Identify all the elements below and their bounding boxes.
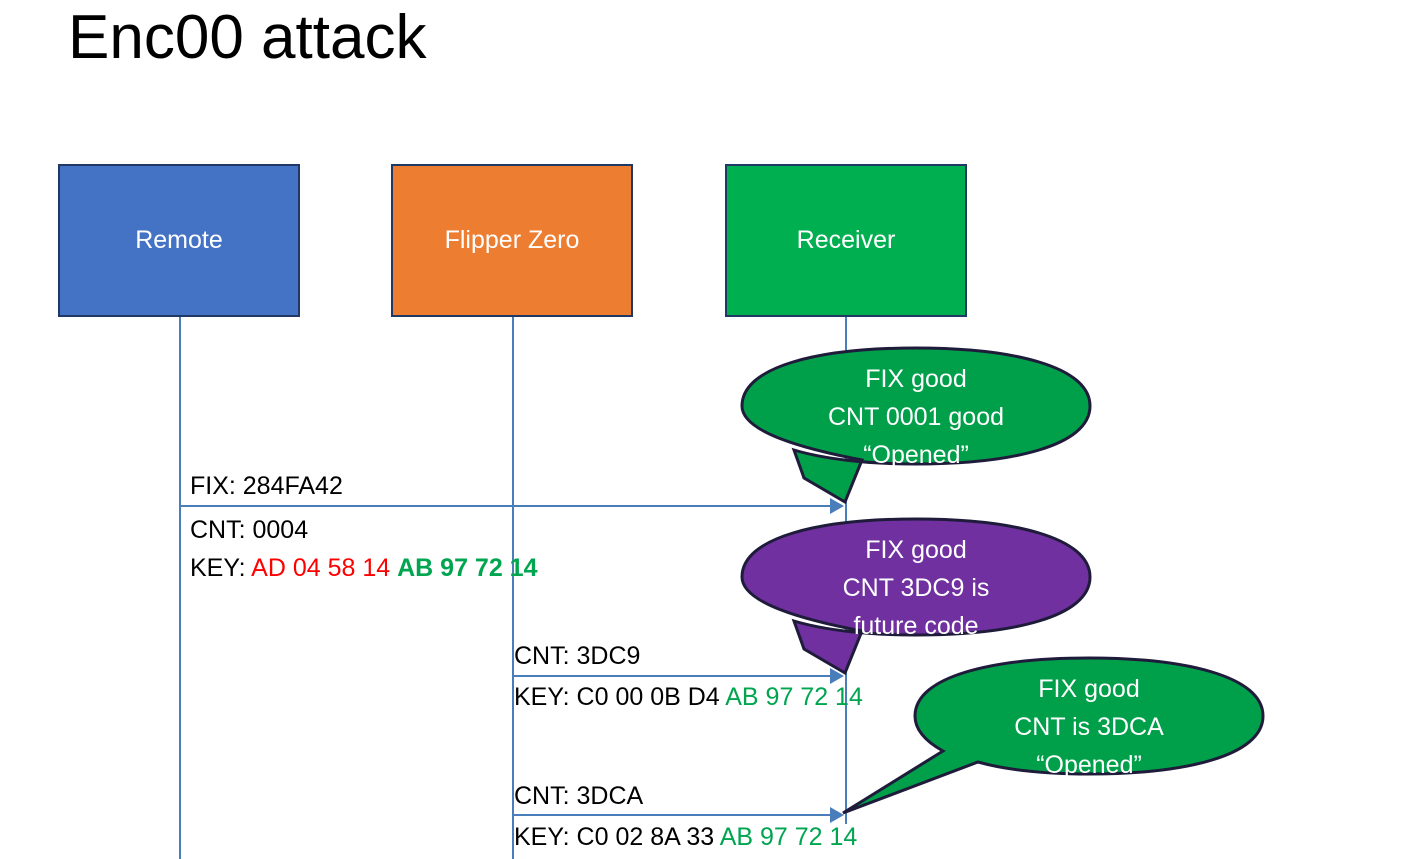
message-arrow-2-line [513,675,832,677]
actor-label-remote: Remote [135,226,223,254]
callout-3-shape [842,656,1265,815]
message-1-key-red: AD 04 58 14 [251,554,398,582]
callout-bubble-3[interactable]: FIX good CNT is 3DCA “Opened” [842,656,1265,818]
lifeline-flipper [512,317,514,859]
page-title: Enc00 attack [68,3,427,72]
message-2-key-label: KEY: C0 00 0B D4 AB 97 72 14 [514,678,863,716]
message-arrow-1-line [180,505,832,507]
message-1-key-label: KEY: AD 04 58 14 AB 97 72 14 [190,549,537,587]
message-arrow-3-head [830,807,844,823]
message-1-fix-label: FIX: 284FA42 [190,472,343,500]
actor-box-remote[interactable]: Remote [58,164,300,317]
message-1-key-green: AB 97 72 14 [397,554,538,582]
message-2-key-prefix: KEY: C0 00 0B D4 [514,683,726,711]
message-1-cnt-label: CNT: 0004 [190,516,309,544]
message-2-key-green: AB 97 72 14 [725,683,863,711]
message-3-key-prefix: KEY: C0 02 8A 33 [514,823,720,851]
actor-label-receiver: Receiver [796,226,896,254]
callout-bubble-2[interactable]: FIX good CNT 3DC9 is future code [740,517,1092,679]
callout-bubble-1[interactable]: FIX good CNT 0001 good “Opened” [740,346,1092,508]
message-3-cnt-label: CNT: 3DCA [514,782,644,810]
message-arrow-3-line [513,814,832,816]
message-2-cnt-label: CNT: 3DC9 [514,642,641,670]
actor-box-receiver[interactable]: Receiver [725,164,967,317]
message-arrow-1-head [830,498,844,514]
message-3-key-green: AB 97 72 14 [719,823,858,851]
message-3-key-label: KEY: C0 02 8A 33 AB 97 72 14 [514,818,857,856]
lifeline-remote [179,317,181,859]
actor-box-flipper[interactable]: Flipper Zero [391,164,633,317]
callout-1-shape [740,346,1092,505]
actor-label-flipper: Flipper Zero [444,226,580,254]
callout-2-shape [740,517,1092,676]
message-1-key-prefix: KEY: [190,554,252,582]
